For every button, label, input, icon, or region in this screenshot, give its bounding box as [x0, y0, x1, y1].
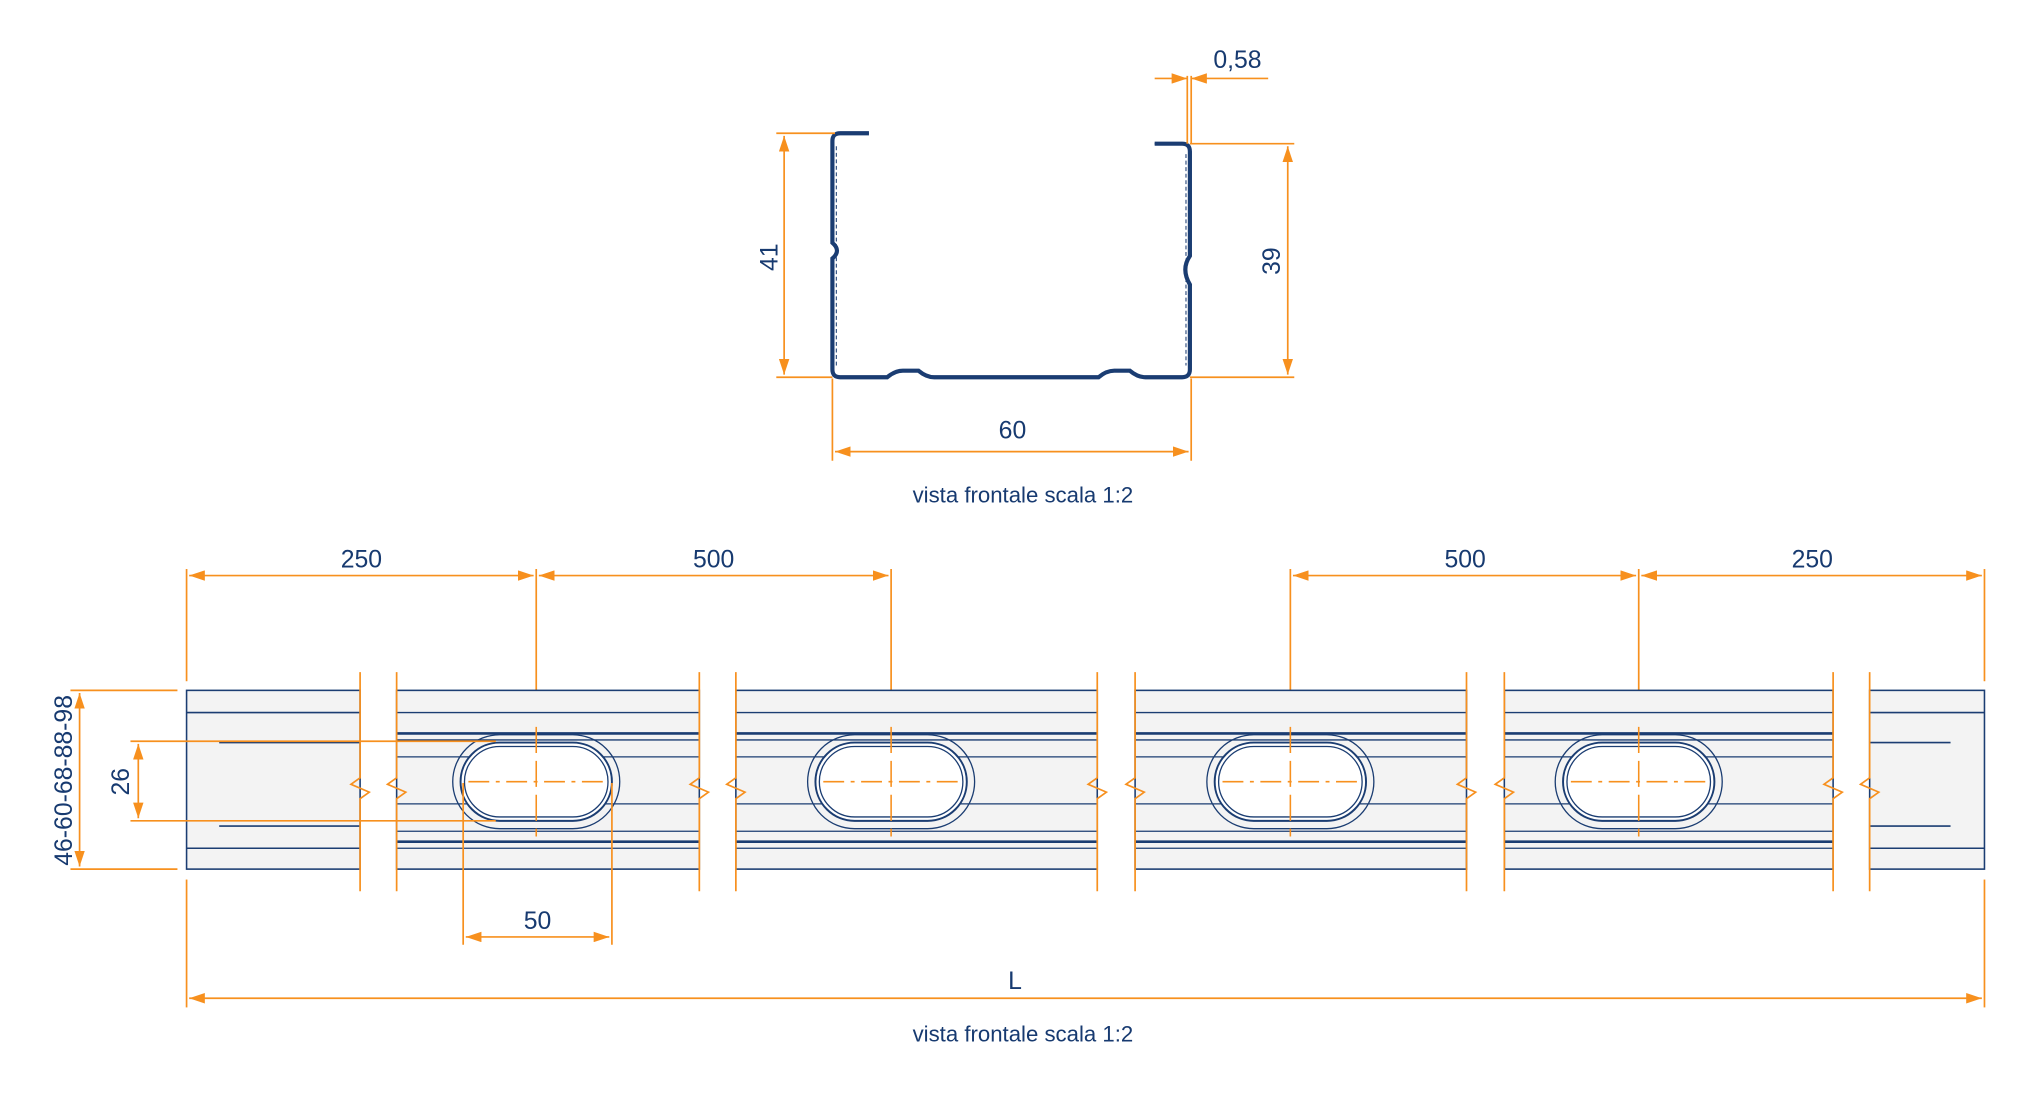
spacing-label-4: 250	[1792, 547, 1833, 574]
height-right-label: 39	[1259, 247, 1286, 275]
break-line	[385, 672, 408, 892]
thickness-label: 0,58	[1213, 47, 1261, 74]
break-line	[725, 672, 747, 892]
break-line	[1455, 672, 1478, 892]
height-left-label: 41	[757, 243, 784, 271]
holes	[452, 726, 1723, 837]
spacing-label-2: 500	[693, 547, 734, 574]
break-line	[349, 672, 371, 892]
break-line	[1493, 672, 1516, 892]
width-label: 60	[999, 418, 1027, 445]
spacing-label-3: 500	[1445, 547, 1486, 574]
length-label: L	[1008, 968, 1022, 995]
c-profile-outline	[830, 131, 1192, 380]
spacing-label-1: 250	[341, 547, 382, 574]
break-line	[1822, 672, 1844, 892]
break-line	[1858, 672, 1881, 892]
front-view-caption: vista frontale scala 1:2	[913, 482, 1134, 507]
break-line	[1086, 672, 1109, 892]
height-options-label: 46-60-68-88-98	[51, 695, 78, 866]
break-line	[688, 672, 711, 892]
hole-width-label: 50	[524, 908, 552, 935]
side-view-caption: vista frontale scala 1:2	[913, 1021, 1134, 1046]
break-lines	[349, 672, 1881, 892]
front-view: 0,58 41 39 60 vista frontale scala 1:2	[757, 47, 1295, 507]
side-view: 250 500 500 250	[51, 547, 1986, 1046]
hole-height-label: 26	[108, 768, 135, 796]
break-line	[1124, 672, 1146, 892]
